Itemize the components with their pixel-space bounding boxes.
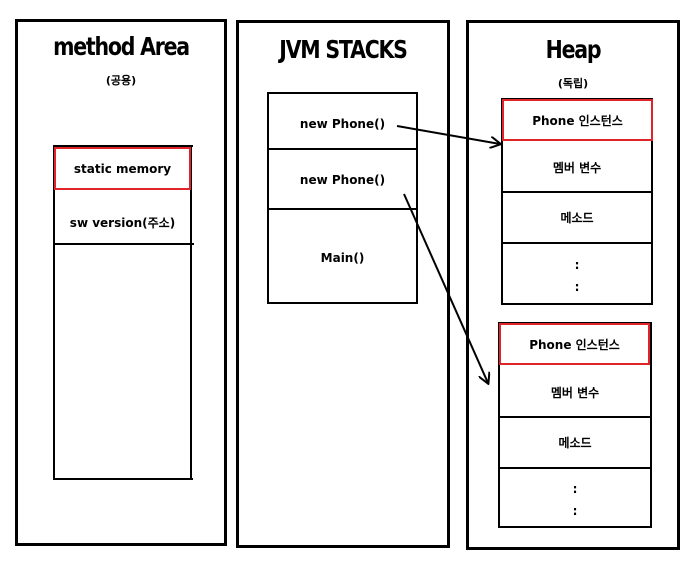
method-area-divider [55,243,194,245]
heap-instance-2-dots-2: : [572,504,578,518]
heap-instance-1-member: 멤버 변수 [552,160,602,175]
stack-divider-1 [269,148,416,150]
sw-version-cell: sw version(주소) [69,215,176,230]
jvm-stacks-title: JVM STACKS [279,35,408,64]
heap-instance-1-dots-2: : [574,280,580,294]
heap-instance-1-method: 메소드 [560,210,594,225]
heap-instance-1-divider-2 [503,242,651,244]
stack-frame-main: Main() [320,251,365,265]
method-area-memory-box [53,145,193,480]
heap-instance-1-dots-1: : [574,258,580,272]
heap-instance-2-divider-1 [500,416,650,418]
method-area-subtitle: (공용) [105,74,137,87]
stack-divider-2 [269,208,416,210]
heap-instance-2-dots-1: : [572,482,578,496]
heap-instance-2-method: 메소드 [558,435,592,450]
heap-instance-2-divider-2 [500,467,650,469]
stack-frame-new-phone-1: new Phone() [299,117,386,131]
heap-instance-1-header: Phone 인스턴스 [502,99,653,141]
stack-frame-new-phone-2: new Phone() [299,173,386,187]
heap-subtitle: (독립) [557,77,589,90]
heap-title: Heap [545,35,602,64]
heap-instance-2-member: 멤버 변수 [550,385,600,400]
static-memory-cell: static memory [54,147,191,190]
heap-instance-2-header: Phone 인스턴스 [499,323,650,365]
jvm-stack-box [267,92,418,304]
heap-instance-1-divider-1 [503,191,651,193]
method-area-title: method Area [53,32,190,61]
method-area-memory-box-right-edge [190,145,192,480]
